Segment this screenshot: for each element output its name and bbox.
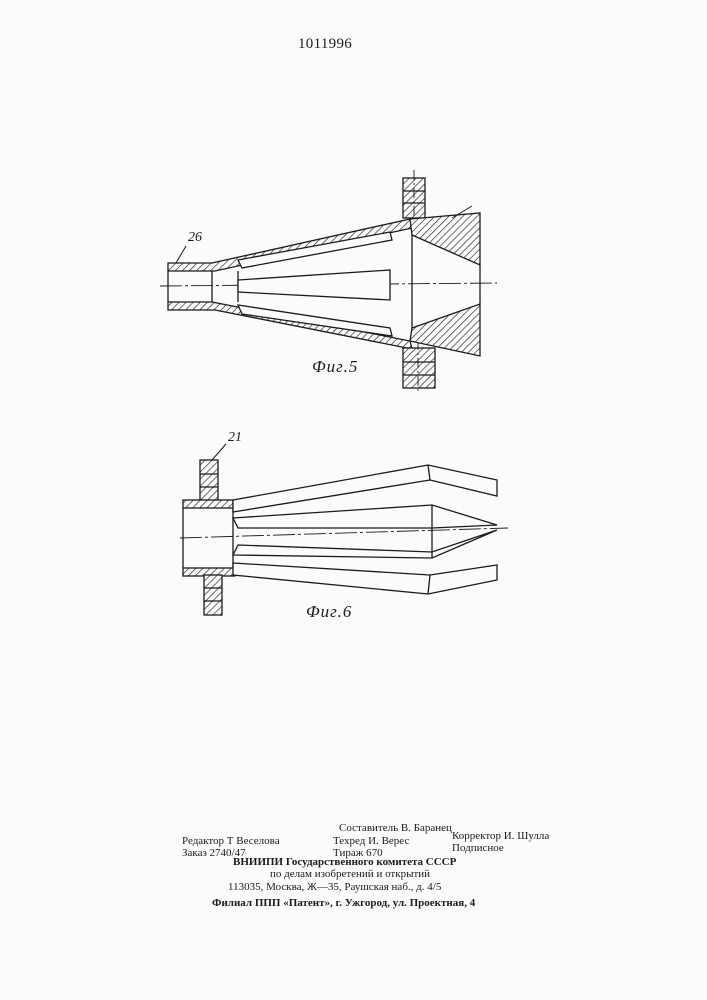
fig5-head-upper: [410, 213, 480, 265]
fig5-middle-slot: [238, 270, 390, 300]
imprint-tech-editor: Техред И. Верес: [333, 835, 409, 847]
imprint-address: 113035, Москва, Ж—35, Раушская наб., д. …: [228, 881, 441, 893]
figure-6-drawing: [180, 444, 508, 615]
imprint-org-line1: ВНИИПИ Государственного комитета СССР: [233, 856, 456, 868]
fig5-upper-wall: [168, 219, 412, 271]
fig6-upper-petal: [233, 465, 497, 512]
fig6-caption: Фиг.6: [306, 602, 352, 622]
fig6-lower-petal: [233, 563, 497, 594]
fig5-caption: Фиг.5: [312, 357, 358, 377]
fig5-lower-slot: [238, 305, 392, 336]
imprint-corrector: Корректор И. Шулла: [452, 830, 549, 842]
imprint-subscription: Подписное: [452, 842, 504, 854]
fig6-ref-label: 21: [228, 430, 242, 446]
fig6-mid-upper-petal: [233, 505, 497, 528]
imprint-compiler: Составитель В. Баранец: [339, 822, 452, 834]
fig6-mid-lower-petal: [233, 530, 497, 558]
fig6-upper-flange: [200, 460, 218, 502]
imprint-org-line2: по делам изобретений и открытий: [270, 868, 430, 880]
imprint-editor: Редактор Т Веселова: [182, 835, 280, 847]
fig6-centerline: [180, 528, 508, 538]
imprint-branch: Филиал ППП «Патент», г. Ужгород, ул. Про…: [212, 897, 475, 909]
fig6-lower-flange: [204, 575, 222, 615]
fig5-ref-label: 26: [188, 230, 202, 246]
fig5-lower-flange: [403, 348, 435, 388]
fig5-upper-slot: [238, 232, 392, 268]
